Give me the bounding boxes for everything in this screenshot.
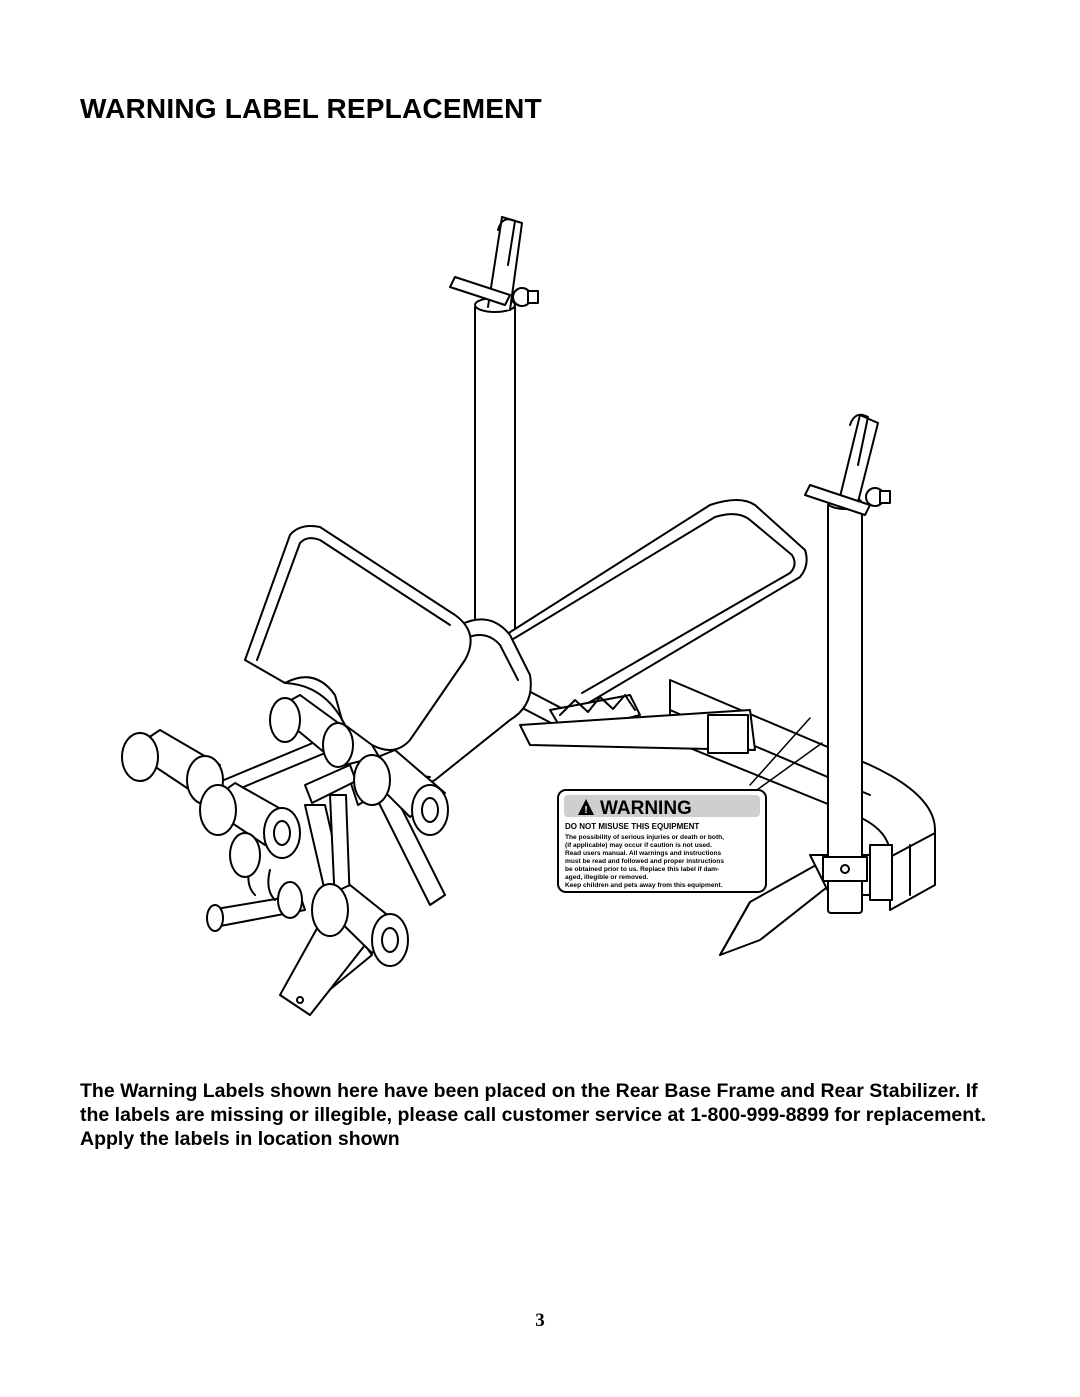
decline-pad bbox=[244, 525, 472, 751]
warning-label-line: Keep children and pets away from this eq… bbox=[565, 882, 723, 889]
front-frame bbox=[199, 739, 446, 1016]
warning-label-line: be obtained prior to us. Replace this la… bbox=[565, 866, 719, 873]
weight-bench-illustration: ! WARNING DO NOT MISUSE THIS EQUIPMENT T… bbox=[121, 216, 936, 1016]
incline-ladder bbox=[519, 694, 756, 754]
warning-label-line: aged, illegible or removed. bbox=[565, 874, 648, 881]
warning-label-line: The possibility of serious injuries or d… bbox=[565, 834, 724, 841]
warning-label-line: Read users manual. All warnings and inst… bbox=[565, 850, 722, 857]
instructions-paragraph: The Warning Labels shown here have been … bbox=[80, 1080, 987, 1150]
page-title: WARNING LABEL REPLACEMENT bbox=[80, 93, 542, 124]
warning-label: ! WARNING DO NOT MISUSE THIS EQUIPMENT T… bbox=[557, 789, 767, 893]
warning-label-heading: WARNING bbox=[600, 798, 692, 819]
warning-label-subheading: DO NOT MISUSE THIS EQUIPMENT bbox=[565, 822, 699, 831]
svg-text:!: ! bbox=[584, 805, 587, 816]
warning-triangle-icon bbox=[578, 799, 594, 815]
label-pointer-lines bbox=[749, 717, 823, 796]
page-number: 3 bbox=[535, 1310, 545, 1331]
warning-label-line: must be read and followed and proper ins… bbox=[565, 858, 724, 865]
foam-rollers bbox=[121, 694, 449, 967]
right-upright bbox=[804, 413, 891, 914]
warning-label-line: (if applicable) may occur if caution is … bbox=[565, 842, 712, 849]
